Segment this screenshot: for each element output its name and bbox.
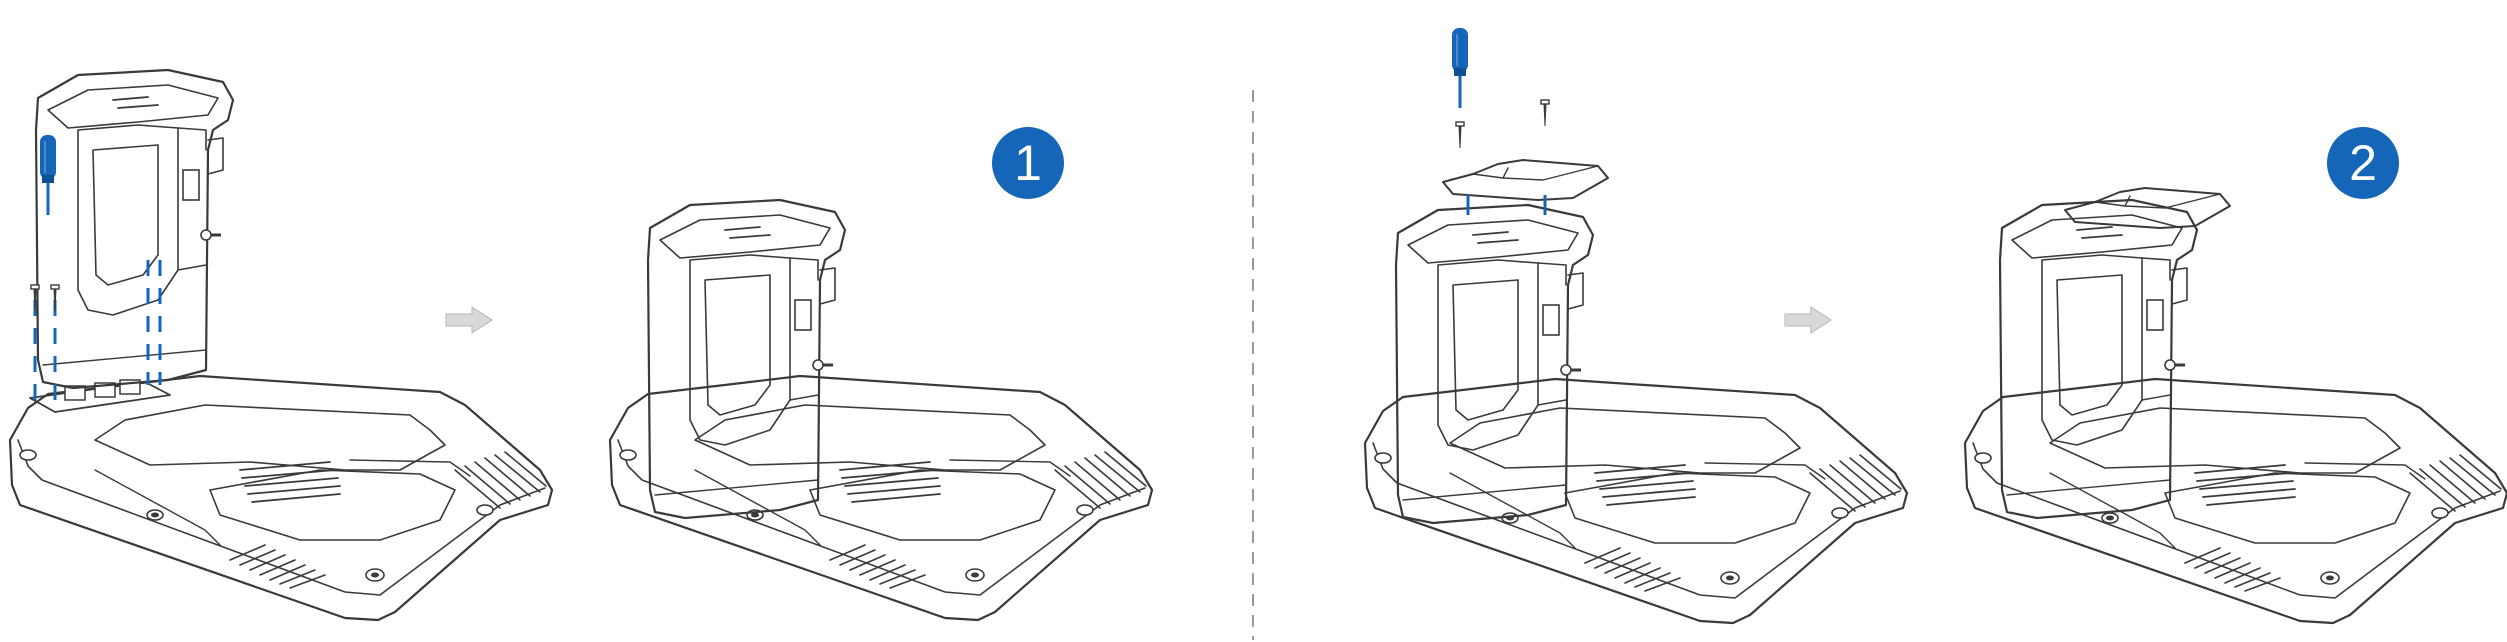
screw-icon <box>1540 99 1550 127</box>
charging-pillar <box>34 68 235 390</box>
arrow-right-icon <box>445 306 493 334</box>
screwdriver-icon <box>1450 26 1470 110</box>
arrow-right-icon <box>1784 306 1832 334</box>
charging-pillar <box>1394 203 1595 525</box>
step-1-exploded-view <box>8 68 554 622</box>
charging-base <box>1963 377 2507 625</box>
charging-pillar <box>646 198 847 520</box>
step-1-assembled-view <box>608 198 1154 622</box>
charging-pillar <box>1998 198 2199 520</box>
rain-cover <box>1442 159 1609 201</box>
step-2-assembled-view <box>1963 187 2507 625</box>
step-1-badge: 1 <box>992 127 1064 199</box>
rain-cover <box>2064 187 2231 229</box>
step-2-badge: 2 <box>2327 127 2399 199</box>
charging-base <box>1363 377 1909 625</box>
alignment-guides <box>33 260 162 412</box>
charging-base <box>608 374 1154 622</box>
screw-icon <box>50 284 60 312</box>
charging-base <box>8 374 554 622</box>
step-2-exploded-view <box>1363 26 1909 625</box>
screwdriver-icon <box>38 133 58 217</box>
screw-icon <box>1455 121 1465 149</box>
alignment-guides <box>1466 195 1547 215</box>
